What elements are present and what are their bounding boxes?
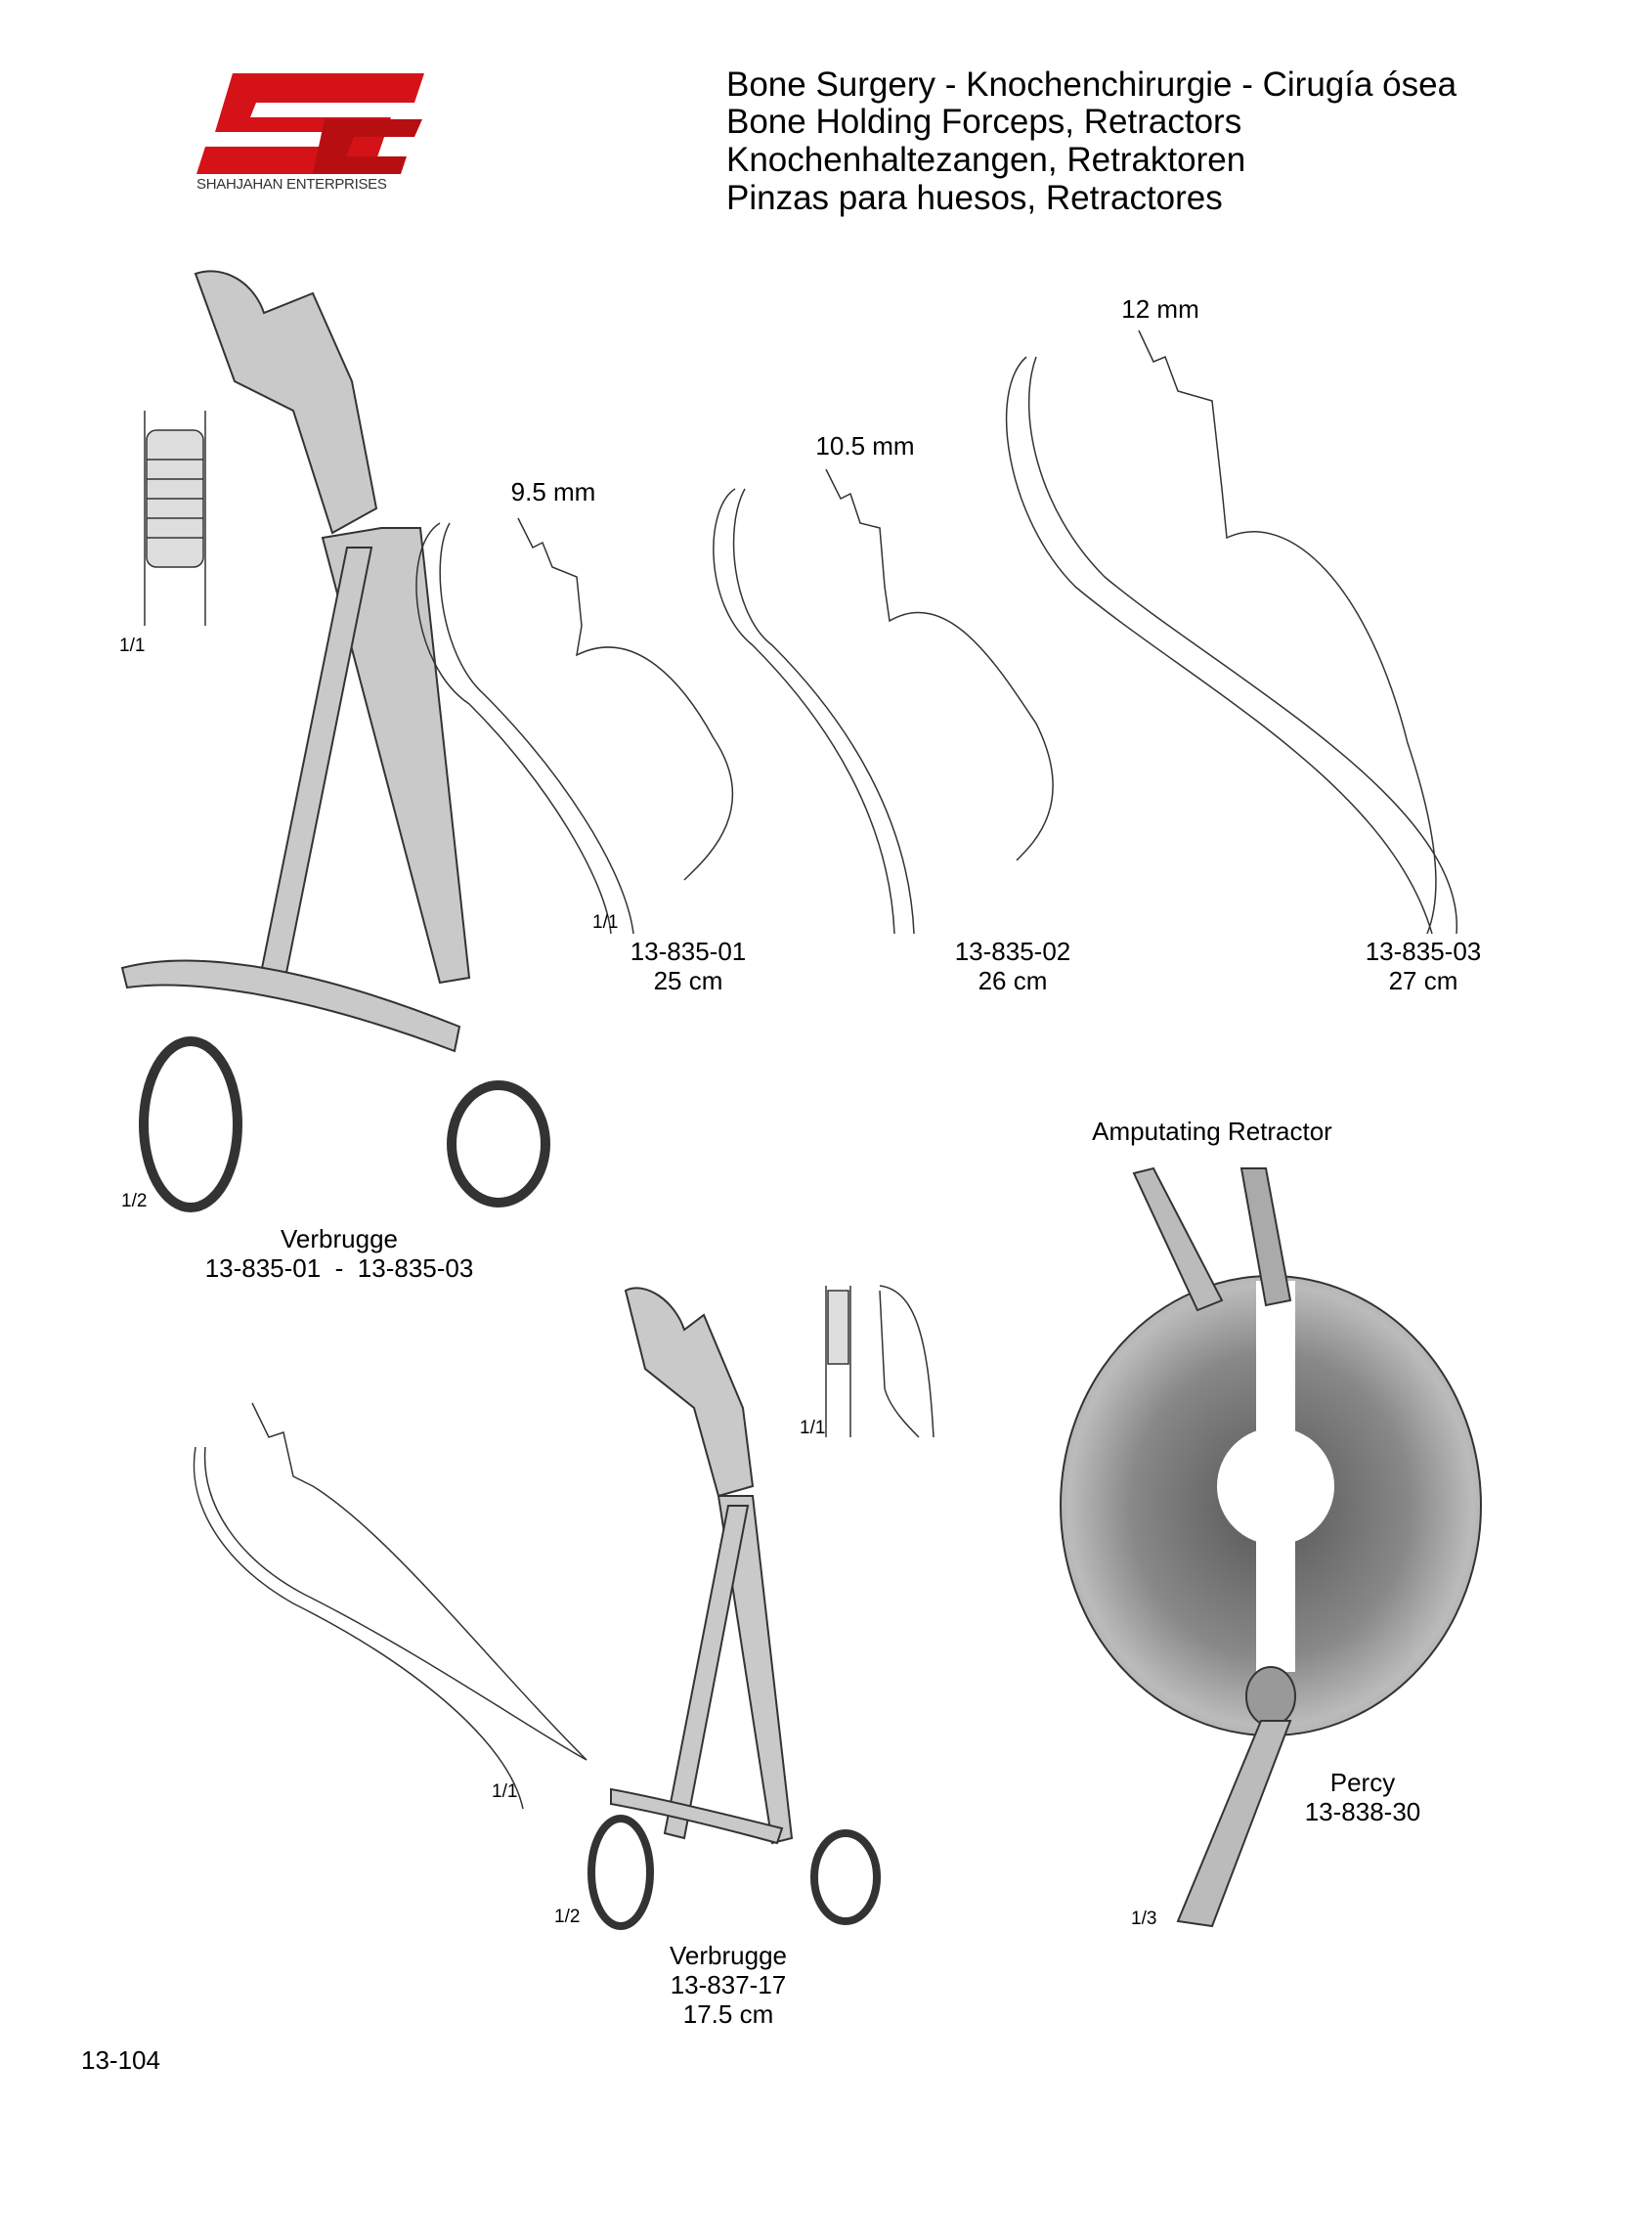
- verbrugge-forceps-drawing: [120, 270, 550, 1212]
- header-line-1: Bone Surgery - Knochenchirurgie - Cirugí…: [726, 66, 1457, 104]
- header-line-3: Knochenhaltezangen, Retraktoren: [726, 141, 1246, 179]
- jaw-size-label: 12 mm: [1121, 294, 1199, 324]
- scale-label: 1/1: [592, 912, 619, 933]
- scale-label: 1/1: [119, 636, 146, 656]
- retractor-label: Percy 13-838-30: [1305, 1768, 1421, 1826]
- product-name: Verbrugge: [670, 1941, 787, 1970]
- product-name: Verbrugge: [281, 1224, 398, 1253]
- scale-label: 1/1: [800, 1418, 826, 1438]
- small-jaw-detail-drawing: [825, 1285, 935, 1438]
- jaw-detail-drawing: [144, 411, 206, 626]
- product-code: 13-838-30: [1304, 1797, 1421, 1826]
- main-product-label: Verbrugge 13-835-01 - 13-835-03: [205, 1224, 474, 1283]
- jaw-outline-drawings: [415, 329, 1457, 935]
- scale-label: 1/1: [492, 1781, 518, 1802]
- variant-length: 27 cm: [1388, 966, 1458, 995]
- retractor-title: Amputating Retractor: [1092, 1117, 1332, 1146]
- variant-1: 13-835-01 25 cm: [630, 937, 747, 995]
- small-product-label: Verbrugge 13-837-17 17.5 cm: [670, 1941, 787, 2029]
- variant-length: 26 cm: [978, 966, 1048, 995]
- header-line-4: Pinzas para huesos, Retractores: [726, 179, 1223, 217]
- product-code: 13-837-17: [670, 1970, 787, 1999]
- jaw-size-label: 10.5 mm: [815, 431, 915, 461]
- scale-label: 1/3: [1131, 1909, 1157, 1929]
- scale-label: 1/2: [554, 1907, 581, 1927]
- percy-retractor-drawing: [1060, 1166, 1482, 1928]
- brand-name: SHAHJAHAN ENTERPRISES: [196, 176, 387, 193]
- product-length: 17.5 cm: [682, 1999, 774, 2029]
- variant-code: 13-835-02: [954, 937, 1071, 966]
- variant-3: 13-835-03 27 cm: [1366, 937, 1482, 995]
- scale-label: 1/2: [121, 1191, 148, 1211]
- jaw-size-label: 9.5 mm: [510, 477, 596, 506]
- product-name: Percy: [1329, 1768, 1396, 1797]
- variant-code: 13-835-01: [630, 937, 747, 966]
- small-jaw-outline-drawing: [193, 1402, 587, 1810]
- variant-length: 25 cm: [653, 966, 723, 995]
- brand-logo: [196, 73, 424, 174]
- small-verbrugge-forceps-drawing: [587, 1287, 881, 1930]
- variant-code: 13-835-03: [1365, 937, 1482, 966]
- header-line-2: Bone Holding Forceps, Retractors: [726, 103, 1242, 141]
- page-number: 13-104: [81, 2045, 160, 2075]
- variant-2: 13-835-02 26 cm: [955, 937, 1071, 995]
- product-range: 13-835-01 - 13-835-03: [204, 1253, 474, 1283]
